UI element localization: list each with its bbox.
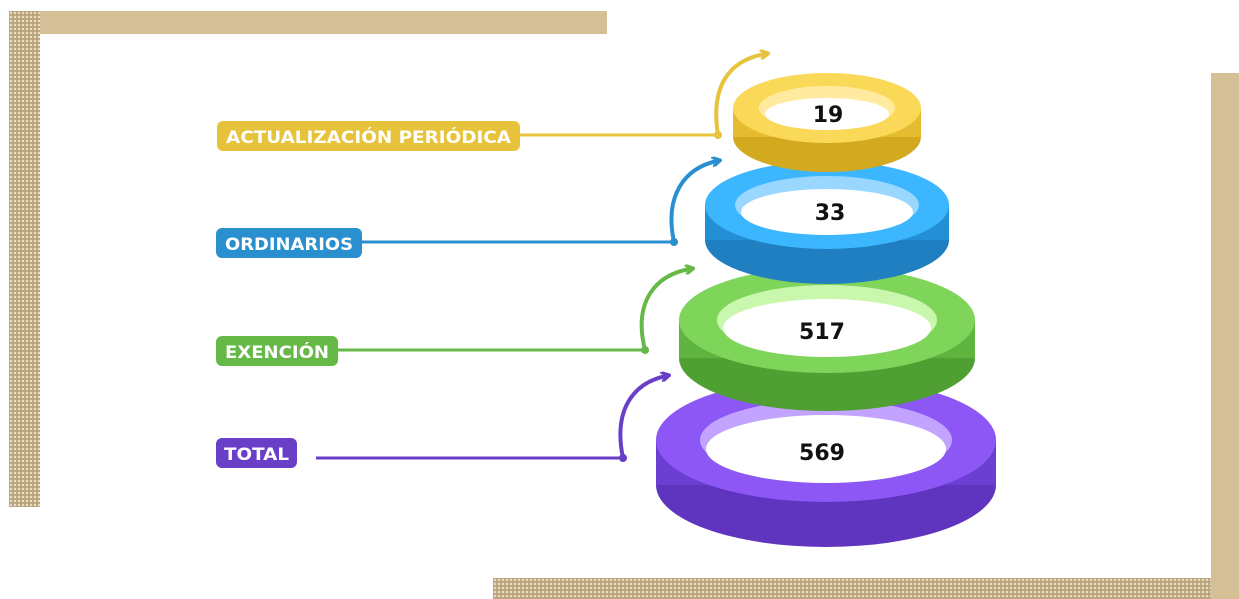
ring-ordinarios (705, 161, 949, 284)
label-actualizacion: ACTUALIZACIÓN PERIÓDICA (217, 121, 520, 151)
svg-text:ORDINARIOS: ORDINARIOS (225, 235, 353, 255)
decorative-right-bar (1211, 73, 1239, 599)
connector-total (316, 376, 666, 462)
value-exencion: 517 (799, 320, 845, 345)
connector-exencion (338, 269, 690, 354)
decorative-left-dots (9, 11, 40, 507)
connector-actualizacion (520, 54, 765, 139)
value-actualizacion: 19 (813, 103, 844, 128)
value-total: 569 (799, 441, 845, 466)
connector-ordinarios (362, 161, 717, 246)
decorative-bottom-dots (493, 578, 1211, 599)
label-total: TOTAL (216, 438, 297, 468)
svg-text:ACTUALIZACIÓN PERIÓDICA: ACTUALIZACIÓN PERIÓDICA (226, 126, 512, 148)
svg-text:EXENCIÓN: EXENCIÓN (225, 341, 329, 363)
decorative-top-bar (40, 11, 607, 34)
svg-text:TOTAL: TOTAL (224, 445, 289, 465)
ring-actualizacion (733, 73, 921, 172)
value-ordinarios: 33 (815, 201, 846, 226)
ring-total (656, 378, 996, 547)
label-ordinarios: ORDINARIOS (216, 228, 362, 258)
label-exencion: EXENCIÓN (216, 336, 338, 366)
ring-exencion (679, 267, 975, 411)
